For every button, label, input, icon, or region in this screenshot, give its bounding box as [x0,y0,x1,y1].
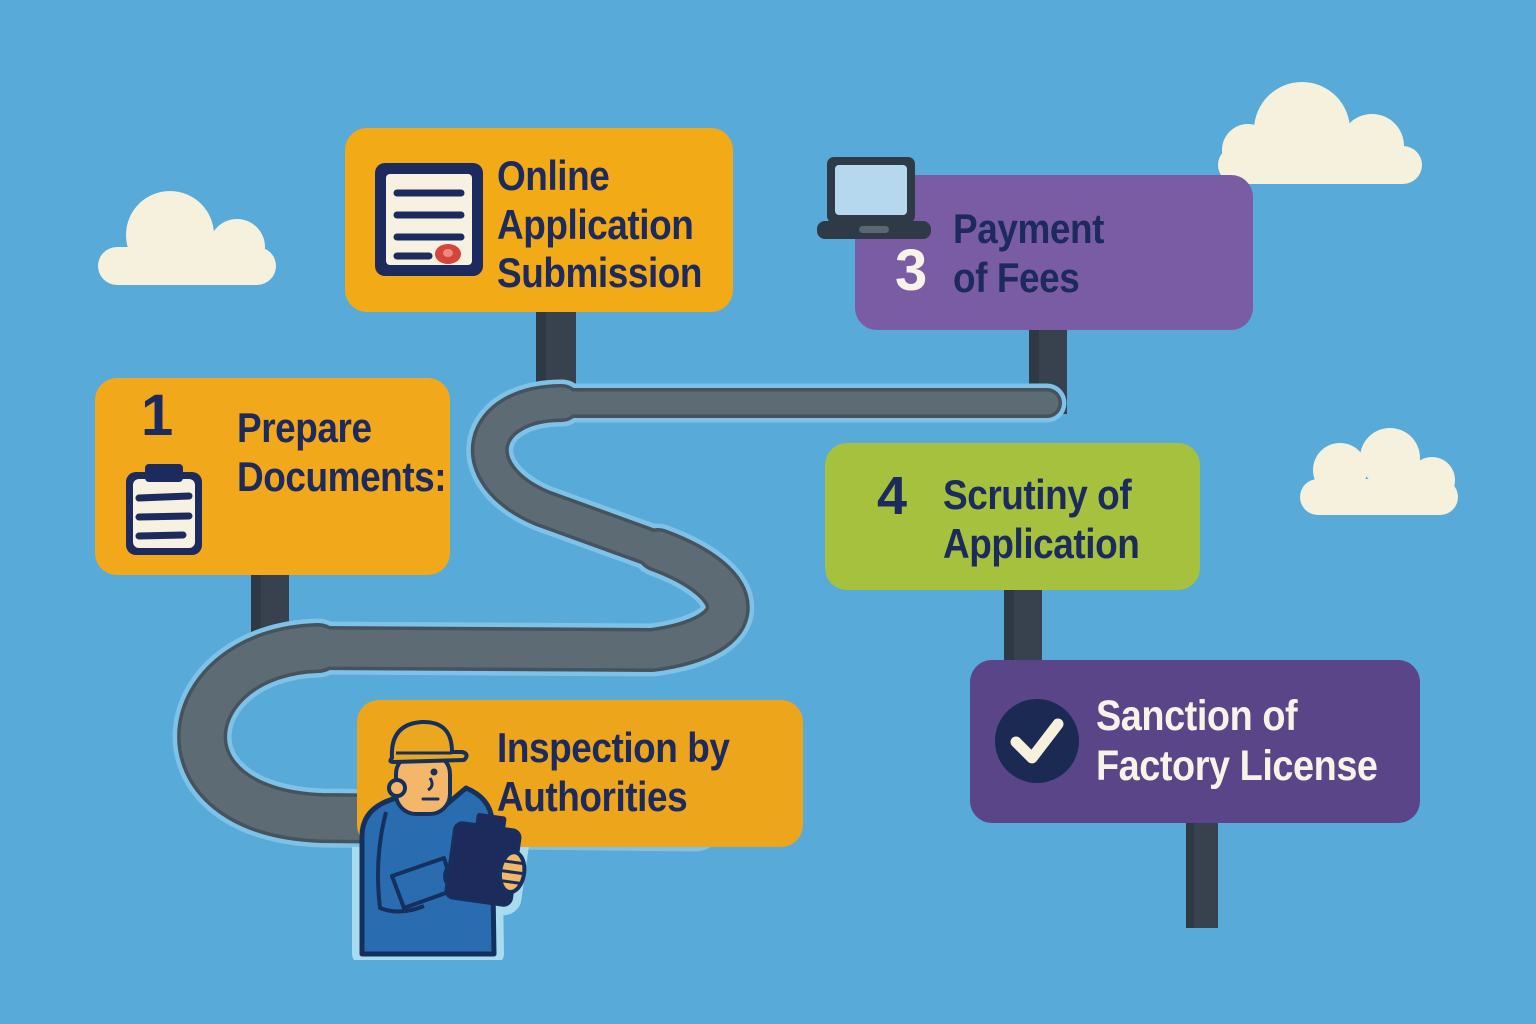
step-label-line: Online [497,152,610,199]
step-box-sanction-of-factory-license: Sanction of Factory License [970,660,1420,823]
clipboard-tablet-icon [444,813,527,907]
hard-hat-icon [388,719,469,764]
step-label: Sanction of Factory License [1096,692,1378,792]
step-label: Scrutiny of Application [943,471,1140,568]
step-box-prepare-documents: 1 Prepare Documents: [95,378,450,575]
cloud-top-right [1218,82,1422,184]
step-label-line: of Fees [953,253,1080,301]
character-nose [427,777,434,792]
character-eye [430,768,438,776]
checkmark-circle-icon [995,699,1079,783]
winding-road [172,379,1067,852]
laptop-icon [817,157,931,239]
step-label-line: Inspection by [497,724,730,771]
step-number: 1 [141,383,174,448]
step-label-line: Documents: [237,452,447,500]
step-label: Payment of Fees [953,205,1104,302]
step-box-online-application: Online Application Submission [345,128,733,312]
step-label-line: Prepare [237,404,372,451]
step-box-scrutiny-of-application: 4 Scrutiny of Application [825,443,1200,590]
step-label-line: Authorities [497,772,688,820]
step-label-line: Submission [497,249,703,297]
step-label-line: Sanction of [1096,692,1298,740]
step-label-line: Factory License [1096,741,1378,790]
step-label: Inspection by Authorities [497,724,730,821]
cloud-middle-right [1300,428,1458,515]
character-arm-seam [376,811,425,914]
clipboard-icon [126,464,202,555]
inspector-with-clipboard-illustration [352,719,530,960]
step-label: Prepare Documents: [237,404,447,501]
step-label-line: Application [943,519,1140,567]
document-with-seal-icon [375,163,483,276]
character-ear [387,778,407,798]
step-label: Online Application Submission [497,152,703,298]
step-number: 3 [895,238,928,303]
road-surface [180,387,1059,844]
step-label-line: Scrutiny of [943,471,1132,518]
step-label-line: Payment [953,205,1104,252]
step-box-payment-of-fees: 3 Payment of Fees [817,157,1253,330]
step-label-line: Application [497,200,694,248]
cloud-top-left [98,191,276,285]
step-number: 4 [877,466,908,526]
